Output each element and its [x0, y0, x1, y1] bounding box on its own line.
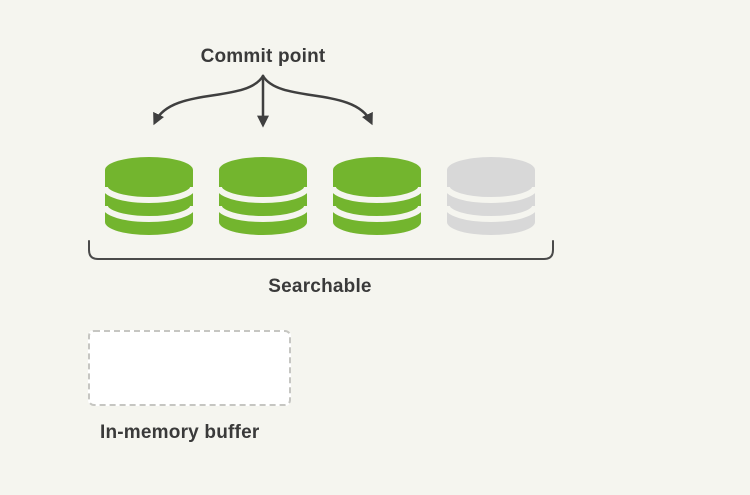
searchable-label: Searchable: [268, 276, 372, 297]
cylinder-gap: [219, 186, 307, 203]
commit-point-arrows: [153, 74, 373, 128]
cylinder-gap: [333, 205, 421, 222]
in-memory-buffer-box: [88, 330, 291, 406]
cylinder-gap: [333, 186, 421, 203]
commit-point-label: Commit point: [200, 46, 326, 67]
cylinder-gap: [447, 205, 535, 222]
arrow-left-icon: [153, 74, 265, 126]
database-segment-icon-4-uncommitted: [447, 157, 535, 235]
searchable-bracket: [88, 240, 554, 260]
cylinder-gap: [219, 205, 307, 222]
arrow-right-icon: [261, 74, 373, 126]
cylinder-gap: [447, 186, 535, 203]
cylinder-gap: [105, 186, 193, 203]
in-memory-buffer-label: In-memory buffer: [100, 422, 260, 443]
bracket-path: [88, 240, 554, 260]
database-segment-icon-3: [333, 157, 421, 235]
database-segment-icon-2: [219, 157, 307, 235]
database-segment-icon-1: [105, 157, 193, 235]
cylinder-gap: [105, 205, 193, 222]
